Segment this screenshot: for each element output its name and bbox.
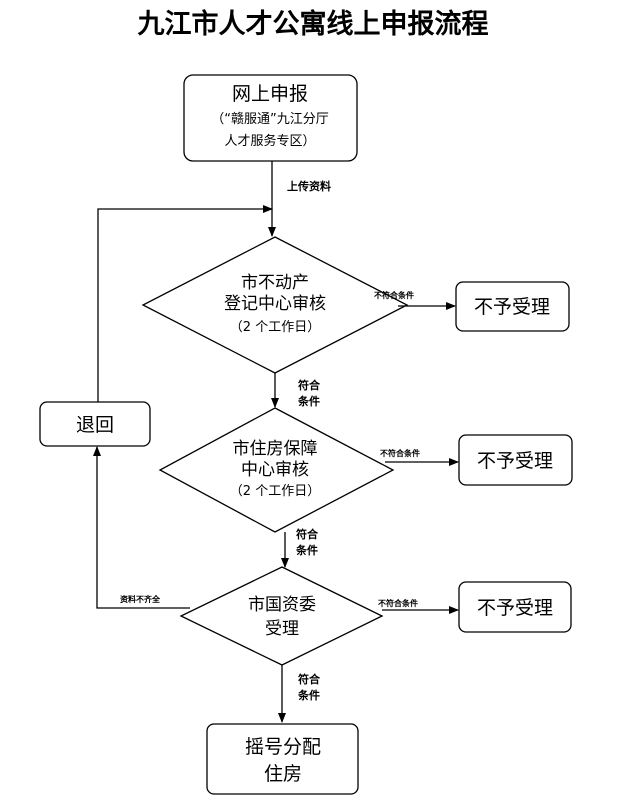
- step2-line2: 中心审核: [241, 460, 309, 480]
- step1-reject-label: 不符合条件: [374, 290, 414, 300]
- arrow-returned-to-upload: [97, 205, 273, 402]
- page-title: 九江市人才公寓线上申报流程: [138, 8, 489, 40]
- lottery-allocation-box: [206, 723, 359, 795]
- step1-line3: （2 个工作日）: [230, 320, 320, 335]
- arrow-step3-to-returned: [93, 446, 190, 609]
- step1-line2: 登记中心审核: [224, 294, 326, 314]
- returned-text: 退回: [76, 414, 114, 436]
- start-line3: 人才服务专区）: [224, 133, 315, 149]
- end-line1: 摇号分配: [245, 736, 321, 758]
- step1-reject-box: [455, 281, 570, 332]
- step2-line1: 市住房保障: [233, 439, 318, 459]
- start-line2: （“赣服通”九江分厅: [211, 112, 328, 127]
- pass1-line1: 符合: [298, 378, 321, 392]
- step3-line2: 受理: [265, 619, 299, 639]
- step2-reject-label: 不符合条件: [380, 448, 420, 458]
- upload-label: 上传资料: [287, 179, 331, 193]
- state-assets-acceptance-diamond: [179, 566, 384, 666]
- housing-security-review-diamond: [158, 407, 395, 533]
- step2-line3: （2 个工作日）: [230, 484, 320, 499]
- returned-label: 资料不齐全: [120, 594, 161, 604]
- pass1-line2: 条件: [297, 394, 320, 408]
- step3-line1: 市国资委: [248, 595, 316, 615]
- step1-reject-text: 不予受理: [474, 296, 550, 318]
- start-line1: 网上申报: [232, 83, 308, 105]
- pass2-line1: 符合: [296, 527, 319, 541]
- step3-reject-label: 不符合条件: [378, 598, 418, 608]
- step3-reject-text: 不予受理: [477, 597, 553, 619]
- step2-reject-text: 不予受理: [477, 450, 553, 472]
- step3-reject-box: [458, 581, 572, 633]
- pass2-line2: 条件: [295, 543, 318, 557]
- pass3-line1: 符合: [298, 672, 321, 686]
- pass3-line2: 条件: [297, 688, 320, 702]
- step2-reject-box: [458, 434, 573, 486]
- end-line2: 住房: [264, 763, 302, 785]
- returned-box: [39, 401, 151, 447]
- step1-line1: 市不动产: [241, 273, 309, 293]
- online-application-box: [183, 74, 358, 162]
